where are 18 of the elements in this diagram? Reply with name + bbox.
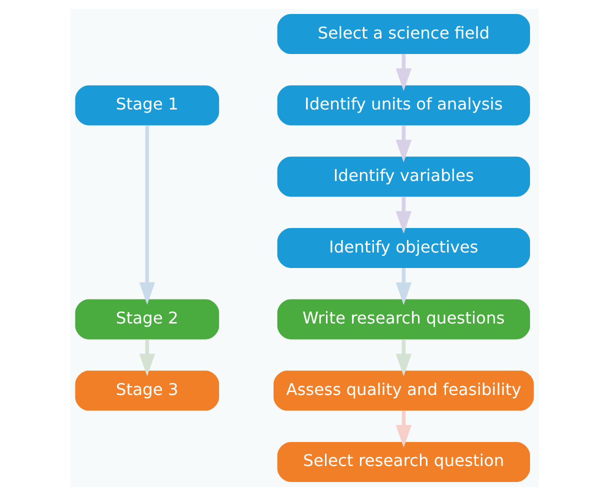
node-box: Write research questions [276,298,530,339]
node-box: Select a science field [276,14,530,54]
node-box: Select research question [276,441,530,482]
node-box: Stage 2 [74,298,219,339]
arrow [138,125,155,304]
node-box: Identify variables [276,156,530,196]
node-box: Identify units of analysis [276,84,530,125]
node-box: Stage 3 [74,370,219,410]
arrow [138,338,155,376]
arrow [395,410,412,448]
arrow [395,196,412,234]
node-box: Identify objectives [276,227,530,268]
arrow [395,268,412,304]
arrow [395,124,412,162]
node-box: Assess quality and feasibility [273,370,534,410]
arrow [395,54,412,90]
arrow [395,338,412,376]
node-box: Stage 1 [74,84,219,125]
